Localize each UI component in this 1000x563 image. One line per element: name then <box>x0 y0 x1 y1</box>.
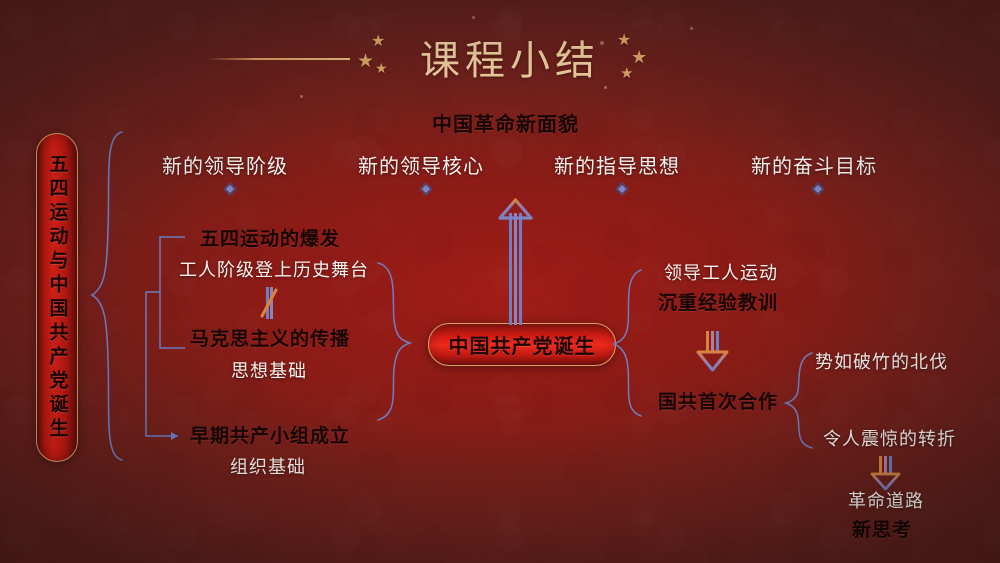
central-node[interactable]: 中国共产党诞生 <box>428 323 616 366</box>
outcome-item-2: 新的领导核心 <box>358 156 484 178</box>
cause-3-subtitle: 组织基础 <box>230 457 306 477</box>
outcome-header-title: 中国革命新面貌 <box>432 114 579 136</box>
brace-left-main <box>90 131 123 461</box>
outcome-right-2: 令人震惊的转折 <box>823 429 956 449</box>
central-node-label: 中国共产党诞生 <box>448 336 596 358</box>
chapter-title-pill[interactable]: 五四运动与中国共产党诞生 <box>36 133 78 462</box>
cause-2-subtitle: 思想基础 <box>231 361 307 381</box>
arrow-down-icon-consequences <box>696 331 729 372</box>
chapter-title-label: 五四运动与中国共产党诞生 <box>46 153 68 442</box>
title-rule <box>205 58 350 60</box>
diamond-marker-icon-4 <box>811 182 825 196</box>
outcome-right-3-title: 革命道路 <box>848 491 924 511</box>
cause-1-title: 五四运动的爆发 <box>200 229 341 250</box>
diamond-marker-icon-2 <box>419 182 433 196</box>
star-icon-right-3: ★ <box>620 65 634 82</box>
sparkle-dot-2 <box>604 86 607 89</box>
outcome-item-4: 新的奋斗目标 <box>751 156 877 178</box>
star-icon-left-2: ★ <box>371 33 386 50</box>
outcome-item-1: 新的领导阶级 <box>162 156 288 178</box>
brace-causes-to-center <box>377 262 413 421</box>
arrow-up-icon-center <box>498 198 533 325</box>
outcome-item-3: 新的指导思想 <box>554 156 680 178</box>
diamond-marker-icon-1 <box>223 182 237 196</box>
arrow-down-icon-causes <box>260 287 278 319</box>
sparkle-dot-4 <box>472 16 475 19</box>
arrow-down-icon-outcomes <box>870 456 901 491</box>
sparkle-dot-5 <box>300 95 303 98</box>
outcome-right-1: 势如破竹的北伐 <box>815 352 948 372</box>
sparkle-dot-1 <box>600 41 604 45</box>
cause-3-title: 早期共产小组成立 <box>190 426 351 447</box>
brace-consequences-to-outcomes <box>783 352 813 449</box>
consequence-1-title: 领导工人运动 <box>664 263 778 283</box>
cause-1-subtitle: 工人阶级登上历史舞台 <box>179 260 369 280</box>
consequence-2-title: 国共首次合作 <box>658 392 779 413</box>
page-title: 课程小结 <box>420 39 600 83</box>
cause-2-title: 马克思主义的传播 <box>190 329 351 350</box>
star-icon-right-2: ★ <box>631 47 648 67</box>
brace-center-to-consequences <box>611 269 642 417</box>
star-icon-left-1: ★ <box>357 51 375 72</box>
outcome-right-3-subtitle: 新思考 <box>852 520 913 541</box>
consequence-1-subtitle: 沉重经验教训 <box>658 293 779 314</box>
sparkle-dot-3 <box>690 27 693 30</box>
diamond-marker-icon-3 <box>615 182 629 196</box>
star-icon-right-1: ★ <box>617 32 632 49</box>
star-icon-left-3: ★ <box>375 60 388 76</box>
